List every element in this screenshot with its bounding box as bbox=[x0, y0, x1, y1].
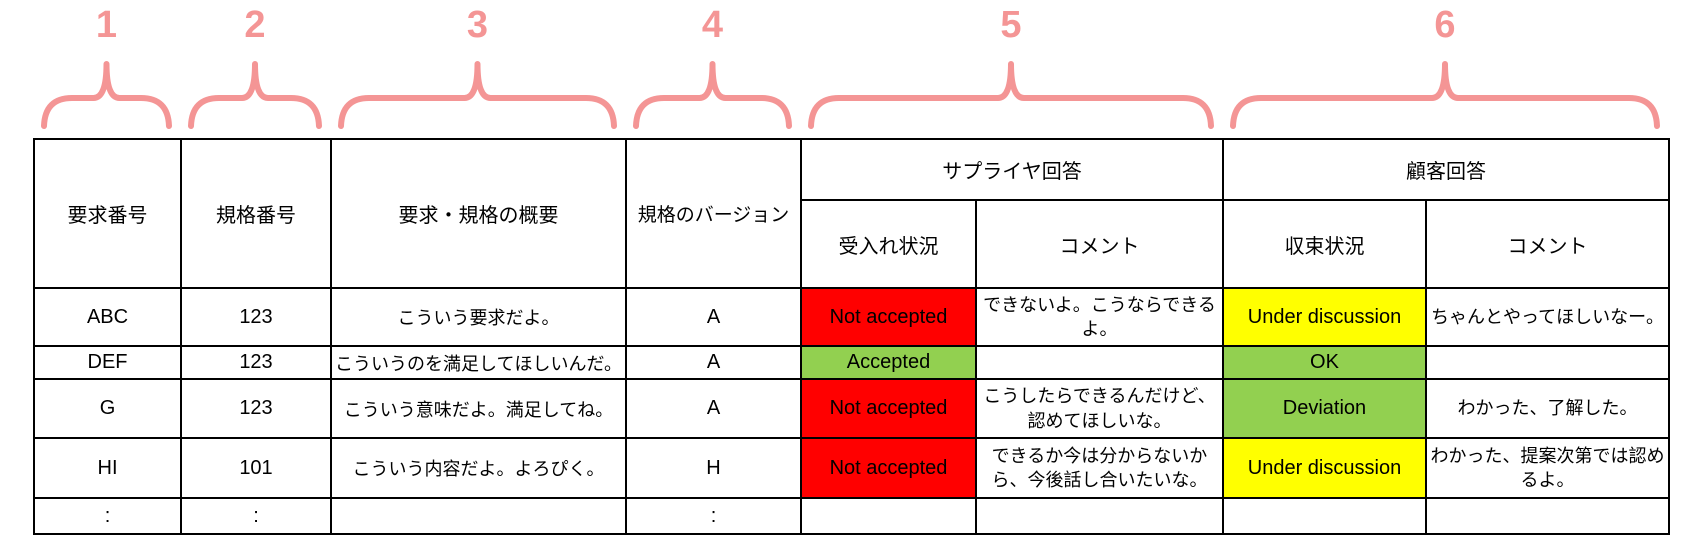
cell-standard-no: 101 bbox=[180, 437, 332, 499]
cell-standard-no: : bbox=[180, 497, 332, 535]
header-standard-no: 規格番号 bbox=[180, 138, 332, 289]
cell-version: : bbox=[625, 497, 802, 535]
column-annotation-1: 1 bbox=[40, 0, 173, 132]
column-annotation-2: 2 bbox=[187, 0, 323, 132]
brace-icon bbox=[41, 61, 172, 129]
cell-supplier-comment: こうしたらできるんだけど、認めてほしいな。 bbox=[975, 378, 1224, 439]
annotation-number: 3 bbox=[466, 4, 489, 46]
cell-request-no: : bbox=[33, 497, 182, 535]
cell-customer-status bbox=[1222, 497, 1427, 535]
cell-standard-no: 123 bbox=[180, 378, 332, 439]
brace-icon bbox=[1230, 61, 1660, 129]
cell-summary: こういう要求だよ。 bbox=[330, 287, 627, 347]
cell-customer-comment: ちゃんとやってほしいなー。 bbox=[1425, 287, 1670, 347]
table-row: HI 101 こういう内容だよ。よろぴく。 H Not accepted できる… bbox=[33, 437, 1670, 499]
table-row: : : : bbox=[33, 497, 1670, 535]
header-customer-comment: コメント bbox=[1425, 199, 1670, 289]
brace-icon bbox=[633, 61, 792, 129]
header-customer-group: 顧客回答 bbox=[1222, 138, 1670, 201]
brace-icon bbox=[808, 61, 1214, 129]
header-request-no: 要求番号 bbox=[33, 138, 182, 289]
cell-standard-no: 123 bbox=[180, 287, 332, 347]
annotation-number: 5 bbox=[1000, 4, 1022, 46]
table-row: ABC 123 こういう要求だよ。 A Not accepted できないよ。こ… bbox=[33, 287, 1670, 347]
table-row: G 123 こういう意味だよ。満足してね。 A Not accepted こうし… bbox=[33, 378, 1670, 439]
cell-customer-status: OK bbox=[1222, 345, 1427, 380]
cell-supplier-comment bbox=[975, 345, 1224, 380]
header-supplier-status: 受入れ状況 bbox=[800, 199, 977, 289]
cell-customer-comment bbox=[1425, 497, 1670, 535]
column-annotation-4: 4 bbox=[632, 0, 793, 132]
cell-supplier-status: Not accepted bbox=[800, 287, 977, 347]
header-version: 規格のバージョン bbox=[625, 138, 802, 289]
cell-supplier-status: Accepted bbox=[800, 345, 977, 380]
cell-customer-comment: わかった、了解した。 bbox=[1425, 378, 1670, 439]
annotation-number: 6 bbox=[1434, 4, 1456, 46]
header-summary: 要求・規格の概要 bbox=[330, 138, 627, 289]
brace-icon bbox=[338, 61, 617, 129]
brace-icon bbox=[188, 61, 322, 129]
cell-customer-status: Under discussion bbox=[1222, 287, 1427, 347]
header-supplier-comment: コメント bbox=[975, 199, 1224, 289]
cell-supplier-comment: できるか今は分からないから、今後話し合いたいな。 bbox=[975, 437, 1224, 499]
cell-customer-comment: わかった、提案次第では認めるよ。 bbox=[1425, 437, 1670, 499]
annotation-number: 4 bbox=[701, 4, 724, 46]
cell-supplier-status: Not accepted bbox=[800, 437, 977, 499]
requirements-table: 要求番号 規格番号 要求・規格の概要 規格のバージョン サプライヤ回答 顧客回答… bbox=[33, 138, 1670, 535]
cell-request-no: DEF bbox=[33, 345, 182, 380]
annotation-number: 1 bbox=[95, 4, 118, 46]
column-annotation-5: 5 bbox=[807, 0, 1215, 132]
cell-version: A bbox=[625, 378, 802, 439]
cell-supplier-comment: できないよ。こうならできるよ。 bbox=[975, 287, 1224, 347]
cell-version: A bbox=[625, 345, 802, 380]
cell-supplier-status bbox=[800, 497, 977, 535]
table-row: DEF 123 こういうのを満足してほしいんだ。 A Accepted OK bbox=[33, 345, 1670, 380]
header-supplier-group: サプライヤ回答 bbox=[800, 138, 1224, 201]
cell-customer-status: Deviation bbox=[1222, 378, 1427, 439]
cell-supplier-comment bbox=[975, 497, 1224, 535]
cell-version: A bbox=[625, 287, 802, 347]
cell-request-no: G bbox=[33, 378, 182, 439]
header-customer-status: 収束状況 bbox=[1222, 199, 1427, 289]
column-annotation-3: 3 bbox=[337, 0, 618, 132]
cell-standard-no: 123 bbox=[180, 345, 332, 380]
cell-summary: こういう意味だよ。満足してね。 bbox=[330, 378, 627, 439]
annotation-number: 2 bbox=[244, 4, 266, 46]
header-group-row: 要求番号 規格番号 要求・規格の概要 規格のバージョン サプライヤ回答 顧客回答 bbox=[33, 138, 1670, 289]
cell-request-no: ABC bbox=[33, 287, 182, 347]
cell-summary: こういう内容だよ。よろぴく。 bbox=[330, 437, 627, 499]
cell-request-no: HI bbox=[33, 437, 182, 499]
cell-version: H bbox=[625, 437, 802, 499]
header-sub-row: 受入れ状況 コメント 収束状況 コメント bbox=[34, 199, 1670, 289]
cell-customer-comment bbox=[1425, 345, 1670, 380]
cell-summary bbox=[330, 497, 627, 535]
cell-summary: こういうのを満足してほしいんだ。 bbox=[330, 345, 627, 380]
cell-supplier-status: Not accepted bbox=[800, 378, 977, 439]
column-annotation-6: 6 bbox=[1229, 0, 1661, 132]
cell-customer-status: Under discussion bbox=[1222, 437, 1427, 499]
